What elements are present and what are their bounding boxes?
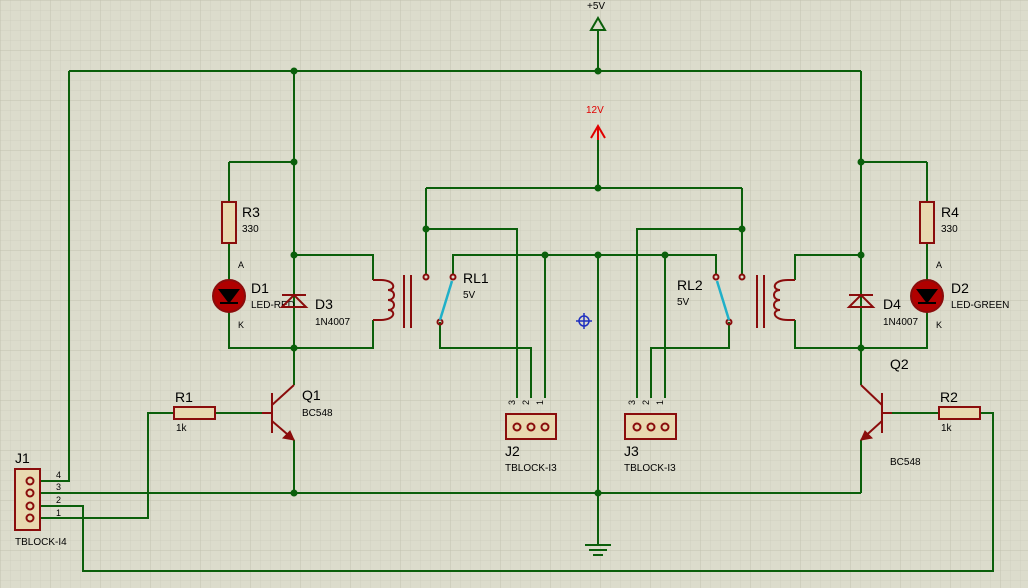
j1-value: TBLOCK-I4 [15,537,67,548]
d1-ref: D1 [251,280,269,296]
j3-pin-3: 3 [627,400,637,405]
junction-dot [857,344,865,352]
rl1-ref: RL1 [463,270,489,286]
d3-value: 1N4007 [315,317,350,328]
r2-value: 1k [941,423,953,434]
junction-dot [857,158,865,166]
j1-pin-1: 1 [56,508,61,518]
r4-value: 330 [941,224,958,235]
j1-pin-4: 4 [56,470,61,480]
d1-value: LED-RED [251,300,295,311]
j2-pin-3: 3 [507,400,517,405]
r1-ref: R1 [175,389,193,405]
d4-value: 1N4007 [883,317,918,328]
junction-dot [290,251,298,259]
connector-j3[interactable]: 3 2 1 J3 TBLOCK-I3 [624,400,677,474]
wire-rl1-contacts [426,228,546,398]
j1-ref: J1 [15,450,30,466]
transistor-q2[interactable]: Q2 BC548 [860,356,921,468]
diode-d4[interactable]: D4 1N4007 [846,293,918,328]
q2-ref: Q2 [890,356,909,372]
junction-dot [661,251,669,259]
junction-dot [290,67,298,75]
rl2-value: 5V [677,297,690,308]
relay-rl1[interactable]: RL1 5V [373,270,489,328]
power-5v: +5V [587,1,607,31]
rl2-ref: RL2 [677,277,703,293]
wire-coil-right [794,254,861,349]
j2-pin-2: 2 [521,400,531,405]
j2-ref: J2 [505,443,520,459]
resistor-r1[interactable]: R1 1k [173,389,216,434]
junction-dot [738,225,746,233]
wire-ground-rail [40,440,862,494]
relay-rl2[interactable]: RL2 5V [677,273,795,329]
junction-dot [541,251,549,259]
wire-r2-base [40,412,994,572]
wire-coil-left [294,254,374,349]
resistor-r3[interactable]: R3 330 [221,201,260,244]
d3-ref: D3 [315,296,333,312]
led-d2[interactable]: A K D2 LED-GREEN [910,260,1009,330]
r3-ref: R3 [242,204,260,220]
junction-dot [290,158,298,166]
d2-value: LED-GREEN [951,300,1009,311]
d2-ref: D2 [951,280,969,296]
r2-ref: R2 [940,389,958,405]
j2-value: TBLOCK-I3 [505,463,557,474]
q1-ref: Q1 [302,387,321,403]
j3-pin-2: 2 [641,400,651,405]
led-d1[interactable]: A K D1 LED-RED [212,260,295,330]
connector-j1[interactable]: J1 TBLOCK-I4 4 3 2 1 [14,450,67,548]
diode-d3[interactable]: D3 1N4007 [279,293,350,328]
wire-led-left [228,161,294,349]
q2-value: BC548 [890,457,921,468]
j3-pin-1: 1 [655,400,665,405]
j2-pin-1: 1 [535,400,545,405]
j1-pin-3: 3 [56,482,61,492]
connector-j2[interactable]: 3 2 1 J2 TBLOCK-I3 [505,400,557,474]
d2-pin-a: A [936,260,942,270]
resistor-r2[interactable]: R2 1k [938,389,981,434]
wire-led-right [861,161,928,349]
junction-dot [290,344,298,352]
wires [40,30,994,572]
d4-ref: D4 [883,296,901,312]
q1-value: BC548 [302,408,333,419]
resistor-r4[interactable]: R4 330 [919,201,959,244]
j1-pin-2: 2 [56,495,61,505]
junctions [290,67,865,497]
power-12v-label: 12V [586,105,604,116]
junction-dot [290,489,298,497]
d2-pin-k: K [936,320,942,330]
wire-rl2-contacts [636,228,742,398]
transistor-q1[interactable]: Q1 BC548 [262,384,333,441]
power-12v: 12V [586,105,606,140]
junction-dot [594,67,602,75]
origin-marker [576,313,592,329]
junction-dot [594,489,602,497]
d1-pin-k: K [238,320,244,330]
wire-r1-base [40,412,262,519]
junction-dot [422,225,430,233]
r1-value: 1k [176,423,188,434]
rl1-value: 5V [463,290,476,301]
junction-dot [594,251,602,259]
j3-value: TBLOCK-I3 [624,463,676,474]
wire-gnd-bus [545,254,665,545]
wire-5v-to-j1 [40,71,70,482]
ground-symbol [585,544,611,556]
wire-5v-rail [69,30,862,348]
r4-ref: R4 [941,204,959,220]
wire-collectors [293,348,862,385]
j3-ref: J3 [624,443,639,459]
wire-12v [425,140,743,275]
r3-value: 330 [242,224,259,235]
power-5v-label: +5V [587,1,605,12]
d1-pin-a: A [238,260,244,270]
junction-dot [594,184,602,192]
junction-dot [857,251,865,259]
